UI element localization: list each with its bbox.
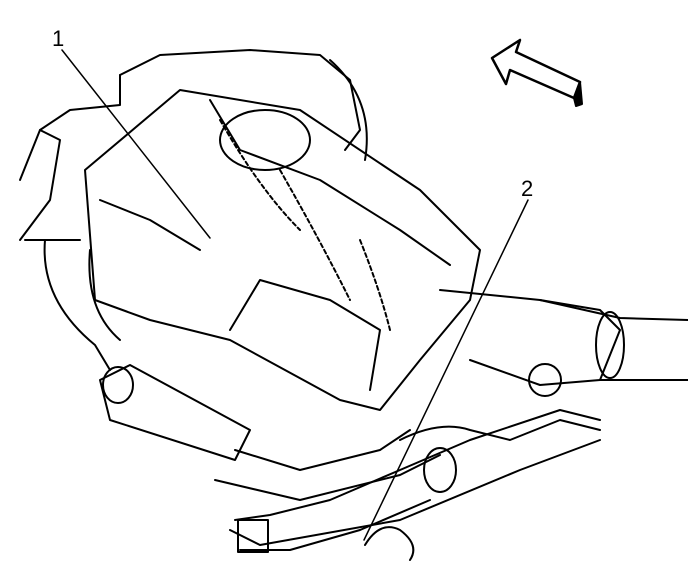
exhaust-system [43,239,601,546]
transmission-case [84,89,481,411]
callout-1-leader [61,49,211,239]
callout-label-1: 1 [52,26,65,51]
callout-2-leader [363,199,529,541]
hanger-cable [364,526,415,561]
front-direction-arrow-icon [490,38,583,107]
driveshaft [439,289,688,397]
callout-label-2: 2 [521,176,534,201]
bell-housing [19,49,368,241]
crossmember [234,409,601,553]
